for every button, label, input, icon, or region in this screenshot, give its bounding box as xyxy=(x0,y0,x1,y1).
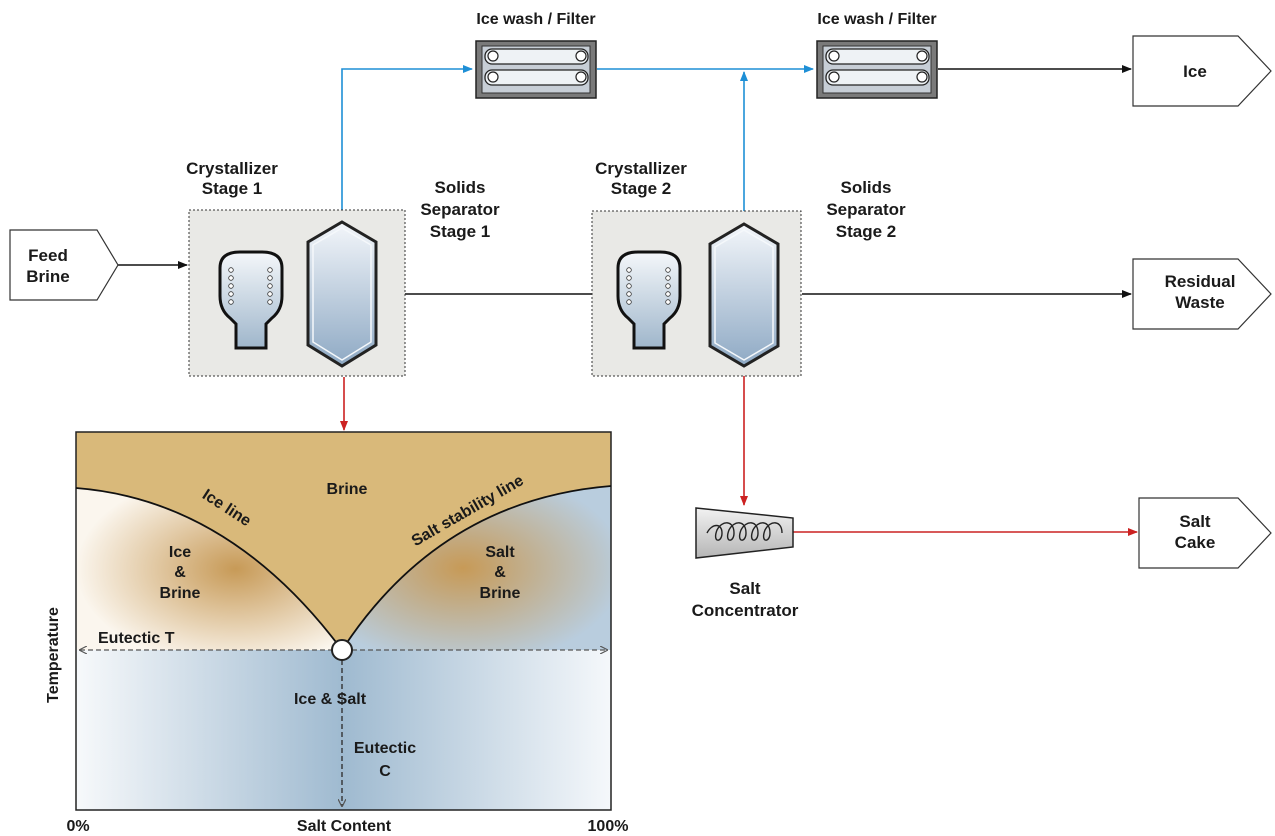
eutectic-c-label-2: C xyxy=(379,763,391,780)
salt-brine-region xyxy=(342,486,611,650)
salt-stability-curve xyxy=(341,485,612,651)
crystallizer2-label-2: Stage 2 xyxy=(611,179,671,198)
filter1-label: Ice wash / Filter xyxy=(476,11,595,28)
residual-terminal-shape xyxy=(1132,258,1272,330)
ice-terminal-shape xyxy=(1132,35,1272,107)
ice-salt-region xyxy=(76,650,611,810)
ice-brine-label-1: Ice xyxy=(169,544,191,561)
feed-brine-terminal: Feed Brine xyxy=(9,229,119,301)
ice-brine-region xyxy=(76,488,342,650)
stage1-unit: Crystallizer Stage 1 Solids Separator St… xyxy=(186,159,500,377)
stage1-ice-flow xyxy=(341,65,473,230)
crystallizer1-bubbles-icon xyxy=(228,267,273,305)
filter1-roller-icon xyxy=(575,50,587,62)
crystallizer1-label-2: Stage 1 xyxy=(202,179,262,198)
concentrator-label-2: Concentrator xyxy=(692,601,799,620)
filter1-belt-top xyxy=(484,48,589,65)
filter2-roller-icon xyxy=(916,50,928,62)
salt-brine-label-1: Salt xyxy=(485,544,515,561)
residual-label-1: Residual xyxy=(1165,272,1236,291)
filter2-roller-icon xyxy=(828,71,840,83)
screw-coil-icon xyxy=(706,522,783,541)
separator1-icon xyxy=(306,220,378,368)
crystallizer1-label-1: Crystallizer xyxy=(186,159,278,178)
separator2-label-1: Solids xyxy=(840,178,891,197)
feed-terminal-shape xyxy=(9,229,119,301)
filter1-roller-icon xyxy=(487,71,499,83)
separator2-label-3: Stage 2 xyxy=(836,222,896,241)
diagram-frame xyxy=(75,431,612,811)
x-axis-min: 0% xyxy=(66,818,89,835)
ice-salt-label: Ice & Salt xyxy=(294,691,367,708)
filter2-roller-icon xyxy=(828,50,840,62)
filter2-belt-top xyxy=(825,48,930,65)
ice-terminal: Ice xyxy=(1132,35,1272,107)
separator2-label-2: Separator xyxy=(826,200,906,219)
salt-brine-label-2: & xyxy=(494,564,506,581)
salt-cake-label-1: Salt xyxy=(1179,512,1211,531)
ice-brine-label-2: & xyxy=(174,564,186,581)
concentrator-body-icon xyxy=(695,507,794,559)
ice-line-curve xyxy=(75,487,343,651)
residual-label-2: Waste xyxy=(1175,293,1224,312)
ice-wash-filter-1: Ice wash / Filter xyxy=(475,11,597,99)
crystallizer2-label-1: Crystallizer xyxy=(595,159,687,178)
salt-cake-label-2: Cake xyxy=(1175,533,1216,552)
filter2-belt-bottom xyxy=(825,69,930,86)
salt-cake-terminal: Salt Cake xyxy=(1138,497,1272,569)
ice-label: Ice xyxy=(1183,62,1207,81)
separator1-inner-icon xyxy=(312,227,372,361)
separator2-inner-icon xyxy=(714,229,774,361)
salt-concentrator: Salt Concentrator xyxy=(692,507,799,620)
crystallizer2-icon xyxy=(616,250,682,350)
ice-wash-filter-2: Ice wash / Filter xyxy=(816,11,938,99)
y-axis-label: Temperature xyxy=(45,607,62,703)
feed-label-2: Brine xyxy=(26,267,69,286)
residual-waste-terminal: Residual Waste xyxy=(1132,258,1272,330)
separator1-label-1: Solids xyxy=(434,178,485,197)
crystallizer2-bubbles-icon xyxy=(626,267,671,305)
x-axis-max: 100% xyxy=(588,818,629,835)
x-axis-label: Salt Content xyxy=(297,818,392,835)
feed-label-1: Feed xyxy=(28,246,68,265)
filter2-roller-icon xyxy=(916,71,928,83)
brine-label: Brine xyxy=(327,481,368,498)
separator1-label-2: Separator xyxy=(420,200,500,219)
stage2-unit: Crystallizer Stage 2 Solids Separator St… xyxy=(591,159,906,377)
ice-brine-label-3: Brine xyxy=(160,585,201,602)
filter2-label: Ice wash / Filter xyxy=(817,11,936,28)
phase-diagram: Brine Ice line Salt stability line Ice &… xyxy=(45,431,629,835)
eutectic-point xyxy=(331,639,353,661)
filter1-belt-bottom xyxy=(484,69,589,86)
eutectic-t-label: Eutectic T xyxy=(98,630,175,647)
filter1-roller-icon xyxy=(575,71,587,83)
concentrator-label-1: Salt xyxy=(729,579,761,598)
eutectic-c-label-1: Eutectic xyxy=(354,740,416,757)
flow-lines xyxy=(118,65,1138,536)
salt-cake-terminal-shape xyxy=(1138,497,1272,569)
separator1-label-3: Stage 1 xyxy=(430,222,490,241)
filter1-roller-icon xyxy=(487,50,499,62)
crystallizer1-icon xyxy=(218,250,284,350)
salt-brine-label-3: Brine xyxy=(480,585,521,602)
separator2-icon xyxy=(708,222,780,368)
